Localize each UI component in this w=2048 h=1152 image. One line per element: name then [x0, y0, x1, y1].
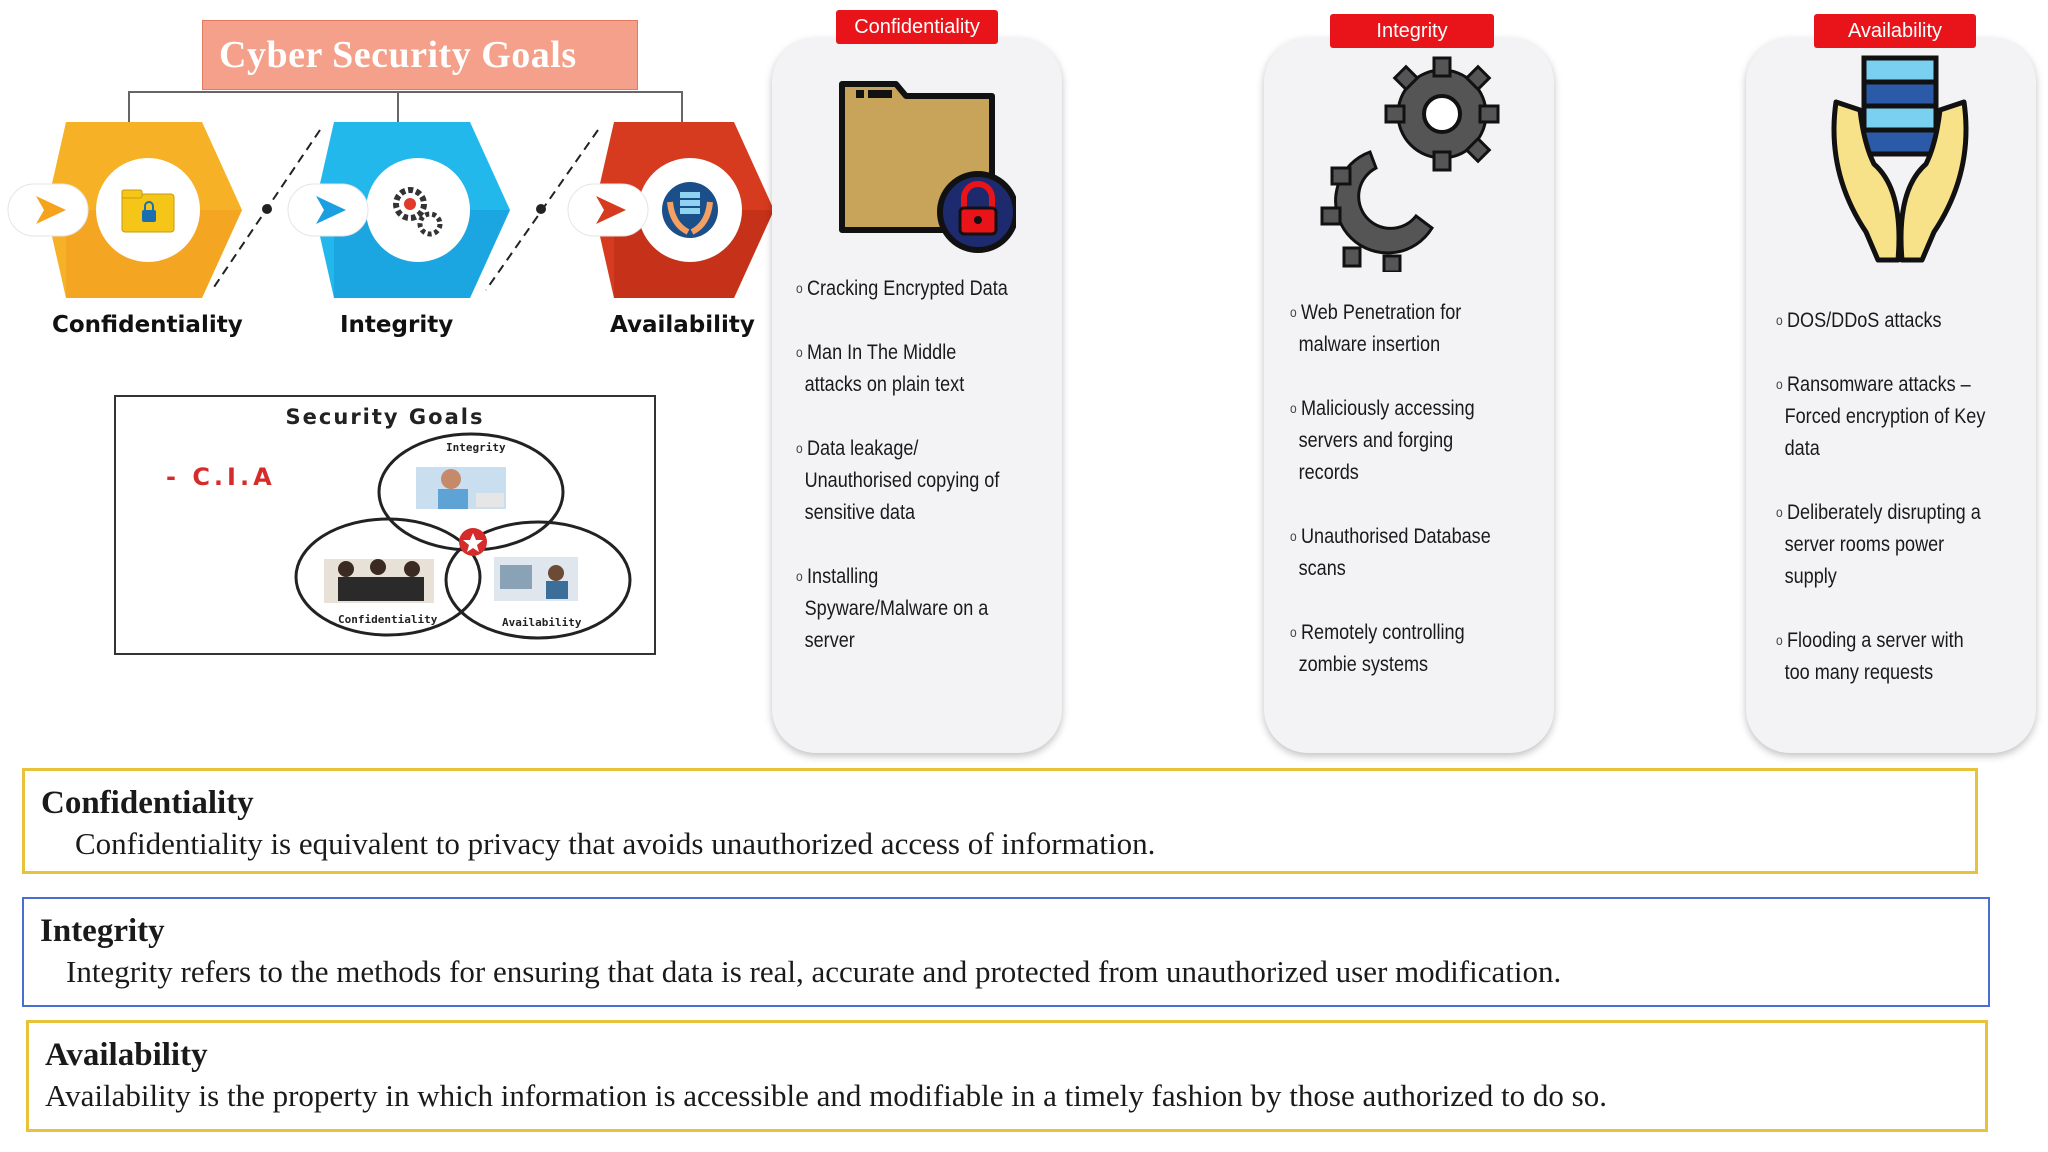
hexagon-shape — [287, 122, 510, 298]
definition-text: Confidentiality is equivalent to privacy… — [75, 826, 1156, 861]
venn-label-integrity: Integrity — [446, 441, 506, 454]
venn-circles — [294, 432, 632, 640]
hex-confidentiality — [6, 120, 246, 300]
card-tab-confidentiality: Confidentiality — [836, 10, 998, 44]
threat-item-line: scans — [1298, 557, 1346, 580]
card-tab-availability: Availability — [1814, 14, 1976, 48]
threat-item-line: attacks on plain text — [804, 373, 965, 396]
threat-item-line: Ransomware attacks – — [1787, 373, 1971, 396]
threat-item-line: Cracking Encrypted Data — [807, 277, 1008, 300]
venn-title: Security Goals — [285, 405, 485, 429]
folder-lock-icon — [836, 70, 1019, 265]
gears-icon — [1310, 52, 1510, 277]
definition-text: Availability is the property in which in… — [45, 1078, 1607, 1113]
threat-item-line: malware insertion — [1298, 333, 1441, 356]
threat-item-line: server — [804, 629, 855, 652]
definition-title: Confidentiality — [41, 785, 254, 821]
venn-diagram-panel: Security Goals - C.I.A Integrity Confide… — [114, 395, 656, 655]
definition-confidentiality: Confidentiality Confidentiality is equiv… — [22, 768, 1978, 874]
hands-server-icon — [660, 180, 720, 245]
hands-server-icon — [1820, 52, 1980, 277]
venn-cia-label: - C.I.A — [166, 463, 276, 491]
threat-item-line: Data leakage/ — [807, 437, 919, 460]
diagram-title: Cyber Security Goals — [202, 20, 638, 90]
threat-item-line: Man In The Middle — [807, 341, 957, 364]
threat-item-line: Web Penetration for — [1301, 301, 1462, 324]
threat-item-line: servers and forging — [1298, 429, 1454, 452]
venn-label-availability: Availability — [502, 616, 582, 629]
threat-item-line: data — [1784, 437, 1820, 460]
hex-integrity — [286, 120, 526, 300]
threat-item-line: Maliciously accessing — [1301, 397, 1475, 420]
threat-item-line: Spyware/Malware on a — [804, 597, 989, 620]
card-availability — [1746, 38, 2036, 753]
threat-item-line: too many requests — [1784, 661, 1934, 684]
threat-item-line: DOS/DDoS attacks — [1787, 309, 1942, 332]
threat-item-line: Deliberately disrupting a — [1787, 501, 1981, 524]
connector-lines — [128, 91, 683, 291]
threat-item-line: Installing — [807, 565, 879, 588]
folder-lock-icon — [118, 184, 178, 241]
threat-item-line: records — [1298, 461, 1359, 484]
definition-title: Integrity — [40, 913, 165, 949]
threat-item-line: zombie systems — [1298, 653, 1429, 676]
threat-item-line: Forced encryption of Key — [1784, 405, 1986, 428]
definition-availability: Availability Availability is the propert… — [26, 1020, 1988, 1132]
definition-text: Integrity refers to the methods for ensu… — [66, 954, 1562, 989]
card-tab-integrity: Integrity — [1330, 14, 1494, 48]
threat-item-line: Remotely controlling — [1301, 621, 1465, 644]
gears-icon — [388, 182, 448, 245]
hex-label-confidentiality: Confidentiality — [52, 312, 243, 338]
threat-item-line: Flooding a server with — [1787, 629, 1964, 652]
threat-item-line: server rooms power — [1784, 533, 1945, 556]
definition-title: Availability — [45, 1037, 208, 1073]
hex-availability — [566, 120, 778, 300]
hex-label-integrity: Integrity — [340, 312, 454, 338]
threat-item-line: supply — [1784, 565, 1837, 588]
threat-item-line: Unauthorised Database — [1301, 525, 1491, 548]
threat-item-line: Unauthorised copying of — [804, 469, 1000, 492]
threat-item-line: sensitive data — [804, 501, 916, 524]
card-integrity — [1264, 38, 1554, 753]
definition-integrity: Integrity Integrity refers to the method… — [22, 897, 1990, 1007]
venn-label-confidentiality: Confidentiality — [338, 613, 438, 626]
hex-label-availability: Availability — [610, 312, 755, 338]
